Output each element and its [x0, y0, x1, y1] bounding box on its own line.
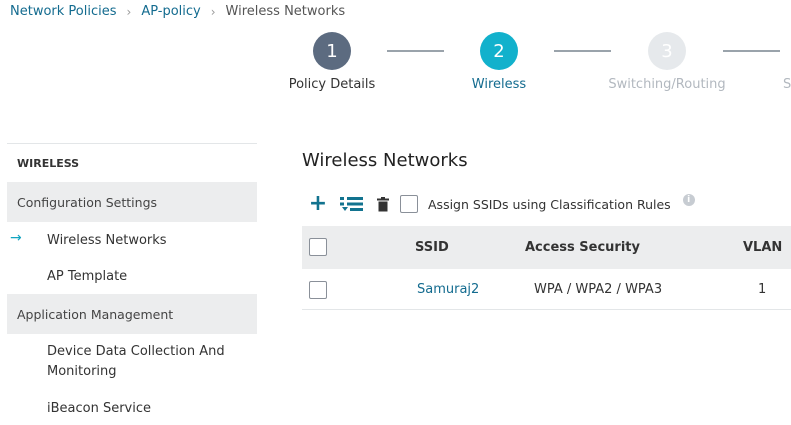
assign-ssids-label: Assign SSIDs using Classification Rules	[428, 196, 671, 212]
table-header: SSID Access Security VLAN	[302, 226, 791, 269]
info-icon[interactable]: i	[682, 194, 695, 206]
plus-icon[interactable]: +	[308, 191, 328, 216]
column-header-ssid[interactable]: SSID	[415, 240, 449, 255]
step-number-2: 2	[480, 32, 518, 70]
wireless-networks-table: SSID Access Security VLAN Samuraj2 WPA /…	[302, 226, 791, 310]
toolbar: + Assign SSIDs using Classification Rule…	[308, 193, 695, 215]
chevron-right-icon: ›	[210, 4, 216, 19]
sidebar-item-label: Device Data Collection And Monitoring	[47, 344, 225, 379]
trash-icon[interactable]	[376, 193, 390, 215]
row-checkbox[interactable]	[309, 281, 327, 299]
sidebar-item-wireless-networks[interactable]: → Wireless Networks	[7, 222, 257, 258]
ssid-link[interactable]: Samuraj2	[417, 281, 480, 297]
assign-ssids-checkbox[interactable]	[400, 195, 418, 213]
page-title: Wireless Networks	[302, 150, 468, 171]
step-label-wireless: Wireless	[471, 77, 527, 92]
breadcrumb-current: Wireless Networks	[225, 4, 346, 19]
step-label-switching-routing: Switching/Routing	[608, 77, 726, 92]
column-header-vlan[interactable]: VLAN	[743, 240, 783, 255]
step-label-policy-details: Policy Details	[288, 77, 376, 92]
column-header-access-security[interactable]: Access Security	[525, 240, 640, 255]
vlan-value: 1	[758, 281, 767, 297]
sidebar-item-ibeacon-service[interactable]: iBeacon Service	[7, 390, 257, 425]
table-row: Samuraj2 WPA / WPA2 / WPA3 1	[302, 269, 791, 310]
access-security-value: WPA / WPA2 / WPA3	[534, 281, 663, 297]
sidebar-item-label: Wireless Networks	[47, 232, 167, 248]
sidebar: WIRELESS Configuration Settings → Wirele…	[7, 143, 257, 425]
chevron-right-icon: ›	[126, 4, 132, 19]
sidebar-item-label: iBeacon Service	[47, 400, 152, 416]
step-number-3: 3	[648, 32, 686, 70]
step-number-1: 1	[313, 32, 351, 70]
select-all-checkbox[interactable]	[309, 238, 327, 256]
sidebar-item-ap-template[interactable]: AP Template	[7, 258, 257, 294]
arrow-right-icon: →	[10, 230, 22, 246]
sidebar-section-configuration-settings[interactable]: Configuration Settings	[7, 182, 257, 222]
wizard-stepper: 1 Policy Details 2 Wireless 3 Switching/…	[0, 30, 791, 100]
breadcrumb: Network Policies › AP-policy › Wireless …	[10, 4, 345, 19]
step-connector	[387, 50, 444, 52]
sidebar-item-device-data-collection[interactable]: Device Data Collection And Monitoring	[7, 334, 257, 390]
sidebar-section-application-management[interactable]: Application Management	[7, 294, 257, 334]
list-reorder-icon[interactable]	[340, 193, 364, 215]
step-connector	[554, 50, 611, 52]
breadcrumb-ap-policy[interactable]: AP-policy	[141, 4, 201, 19]
sidebar-item-label: AP Template	[47, 268, 128, 284]
step-connector	[723, 50, 780, 52]
sidebar-heading: WIRELESS	[7, 143, 257, 182]
step-label-next[interactable]: S	[783, 77, 791, 92]
breadcrumb-network-policies[interactable]: Network Policies	[10, 4, 117, 19]
